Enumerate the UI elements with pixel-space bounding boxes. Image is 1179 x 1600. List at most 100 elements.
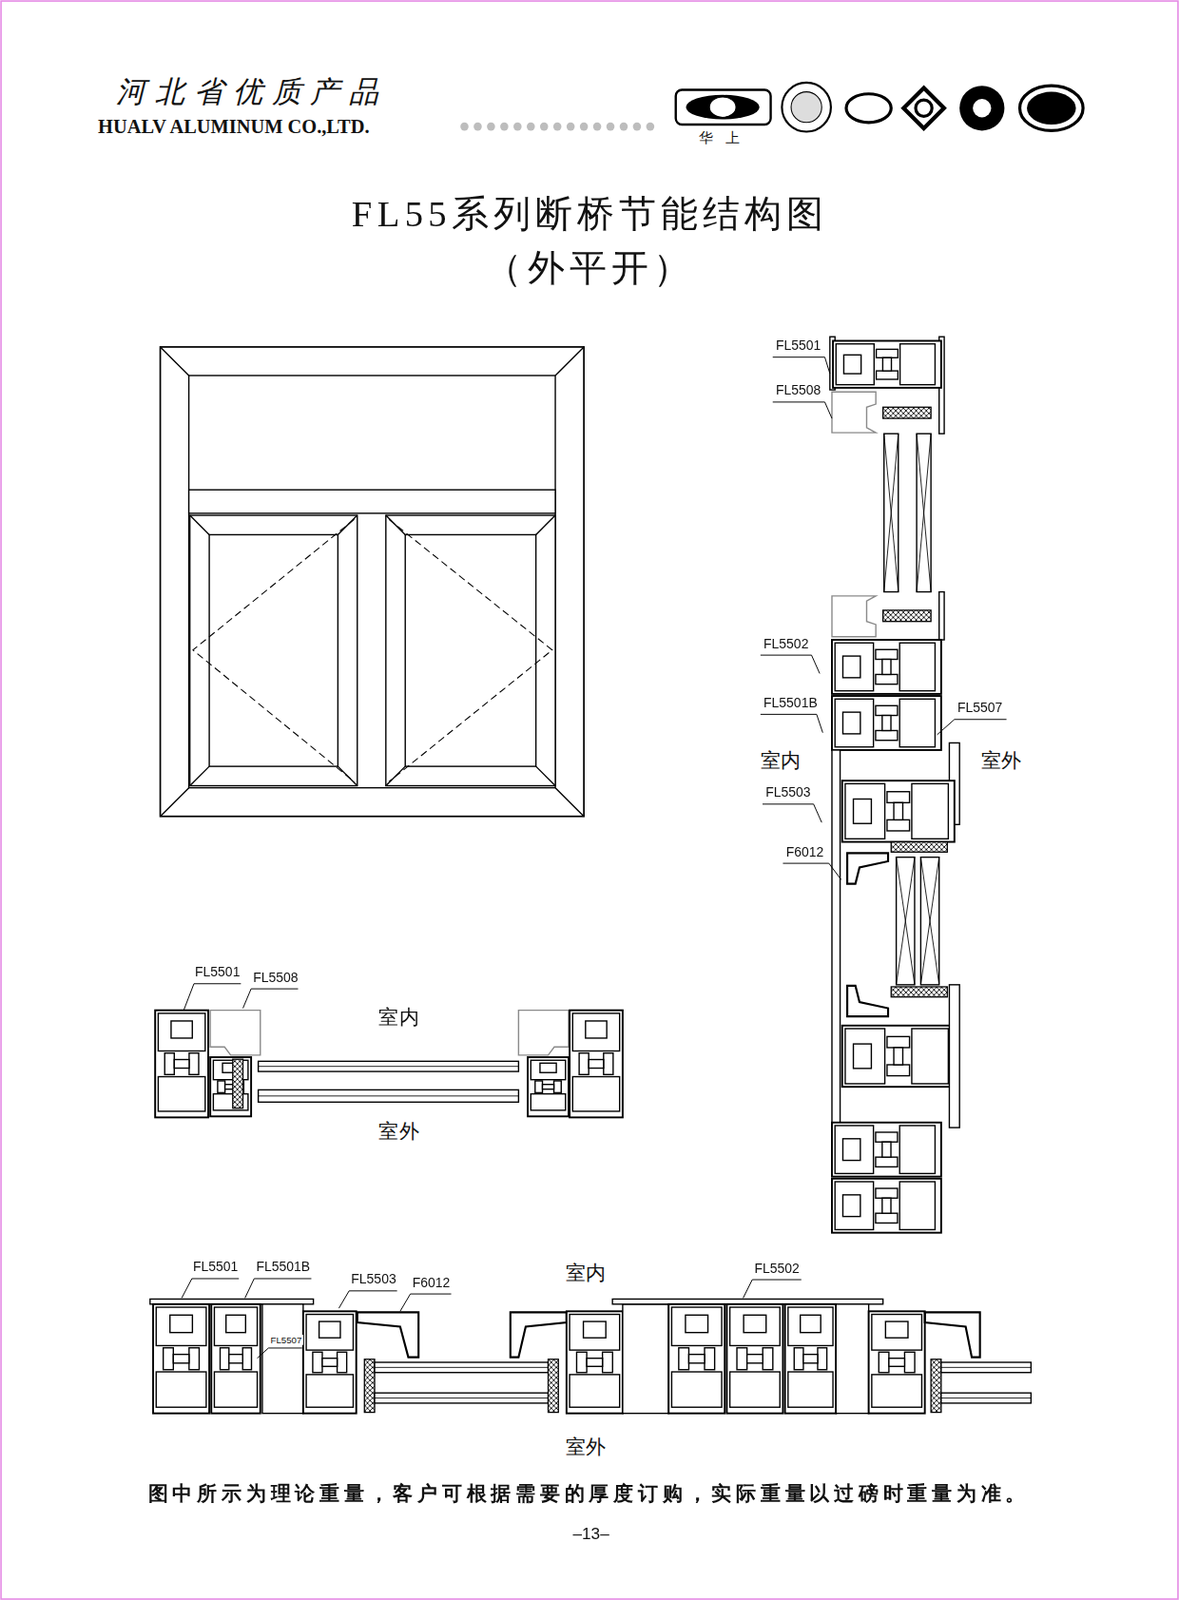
thermal-break — [893, 1047, 903, 1065]
glass — [258, 1095, 520, 1097]
gasket — [890, 842, 948, 853]
thermal-break — [875, 1213, 898, 1223]
thermal-break — [875, 649, 898, 659]
profile-wall — [213, 1372, 257, 1408]
profile-wall — [671, 1307, 722, 1346]
glazing-bead — [847, 985, 889, 1017]
dot-rule — [619, 122, 629, 132]
part-number: FL5501 — [774, 338, 822, 354]
thermal-break — [688, 1354, 705, 1364]
glass — [374, 1362, 549, 1373]
profile-wall — [788, 1307, 833, 1346]
dot-rule — [646, 122, 656, 132]
thermal-break — [875, 1188, 898, 1199]
gasket — [364, 1359, 375, 1413]
logo — [959, 85, 1005, 131]
thermal-break — [875, 674, 898, 684]
thermal-break — [904, 1352, 915, 1373]
leader-line — [743, 1279, 802, 1298]
sash — [209, 534, 338, 767]
logo — [676, 89, 772, 124]
page-title: FL55系列断桥节能结构图 （外平开） — [263, 188, 917, 297]
glazing-bead — [925, 1312, 981, 1357]
profile-wall — [832, 341, 942, 388]
profile-wall — [842, 780, 955, 842]
logo — [846, 94, 891, 123]
thermal-break — [554, 1081, 562, 1093]
thermal-break — [875, 1157, 898, 1167]
thermal-break — [229, 1354, 243, 1364]
dot-rule — [566, 122, 576, 132]
part-number: FL5507 — [269, 1334, 303, 1346]
thermal-break — [678, 1348, 690, 1371]
dot-rule — [473, 122, 483, 132]
thermal-break — [747, 1354, 764, 1364]
part-number: FL5503 — [764, 786, 812, 802]
glass — [920, 857, 939, 986]
part-number: FL5508 — [774, 384, 822, 400]
profile-wall — [572, 1077, 619, 1112]
note-caption: 图中所示为理论重量，客户可根据需要的厚度订购，实际重量以过磅时重量为准。 — [148, 1482, 1031, 1507]
thermal-break — [882, 357, 891, 371]
thermal-break — [576, 1352, 587, 1373]
company-name: HUALV ALUMINUM CO.,LTD. — [96, 115, 371, 137]
leader-line — [243, 988, 299, 1008]
sash-mitre — [190, 766, 210, 786]
illustration — [150, 82, 1083, 1414]
thermal-break — [876, 370, 899, 380]
part-number: FL5501 — [192, 1260, 239, 1276]
profile-web — [853, 798, 872, 824]
page-number: –13– — [539, 1525, 644, 1545]
glass — [884, 433, 899, 592]
logo — [903, 88, 945, 130]
thermal-break — [793, 1348, 804, 1371]
glazing-bead — [210, 1010, 261, 1056]
profile-wall — [730, 1307, 781, 1346]
profile-wall — [835, 344, 874, 386]
sash-mitre — [337, 515, 357, 535]
profile-wall — [899, 1125, 935, 1174]
profile-wall — [668, 1304, 725, 1414]
dot-rule — [486, 122, 496, 132]
transom — [189, 489, 556, 514]
profile-wall — [569, 1314, 620, 1352]
opening-line — [193, 519, 355, 782]
thermal-break — [887, 792, 910, 804]
profile-wall — [306, 1314, 353, 1352]
part-number: FL5502 — [762, 637, 810, 653]
thermal-break — [875, 1132, 898, 1142]
profile-wall — [842, 1025, 955, 1087]
thermal-break — [875, 705, 898, 716]
profile-wall — [622, 1304, 669, 1414]
thermal-break — [164, 1053, 174, 1076]
profile-wall — [831, 1122, 942, 1178]
thermal-break — [817, 1348, 828, 1371]
leader-line — [183, 984, 241, 1011]
glazing-bead — [518, 1010, 569, 1056]
leader-line — [762, 804, 822, 823]
thermal-break — [704, 1348, 716, 1371]
glass — [258, 1065, 520, 1067]
profile-wall — [834, 1181, 873, 1230]
profile-web — [319, 1321, 341, 1338]
profile-web — [843, 354, 861, 374]
thermal-break — [337, 1352, 348, 1373]
glass — [374, 1397, 549, 1399]
side-label: 室内 — [377, 1005, 421, 1029]
profile-web — [853, 1043, 872, 1069]
profile-wall — [948, 985, 960, 1128]
sash-mitre — [536, 766, 556, 786]
thermal-break — [173, 1060, 190, 1069]
part-number: FL5502 — [753, 1261, 800, 1277]
profile-wall — [831, 750, 841, 1128]
part-number: F6012 — [411, 1275, 452, 1292]
opening-line — [388, 519, 553, 782]
thermal-break — [312, 1352, 323, 1373]
profile-wall — [831, 639, 942, 695]
profile-wall — [530, 1060, 566, 1080]
glass — [374, 1392, 549, 1404]
header-text: 河北省优质产品 — [115, 75, 389, 110]
part-number: FL5501B — [762, 695, 819, 712]
glass — [941, 1397, 1031, 1399]
part-number: FL5501B — [254, 1260, 311, 1276]
